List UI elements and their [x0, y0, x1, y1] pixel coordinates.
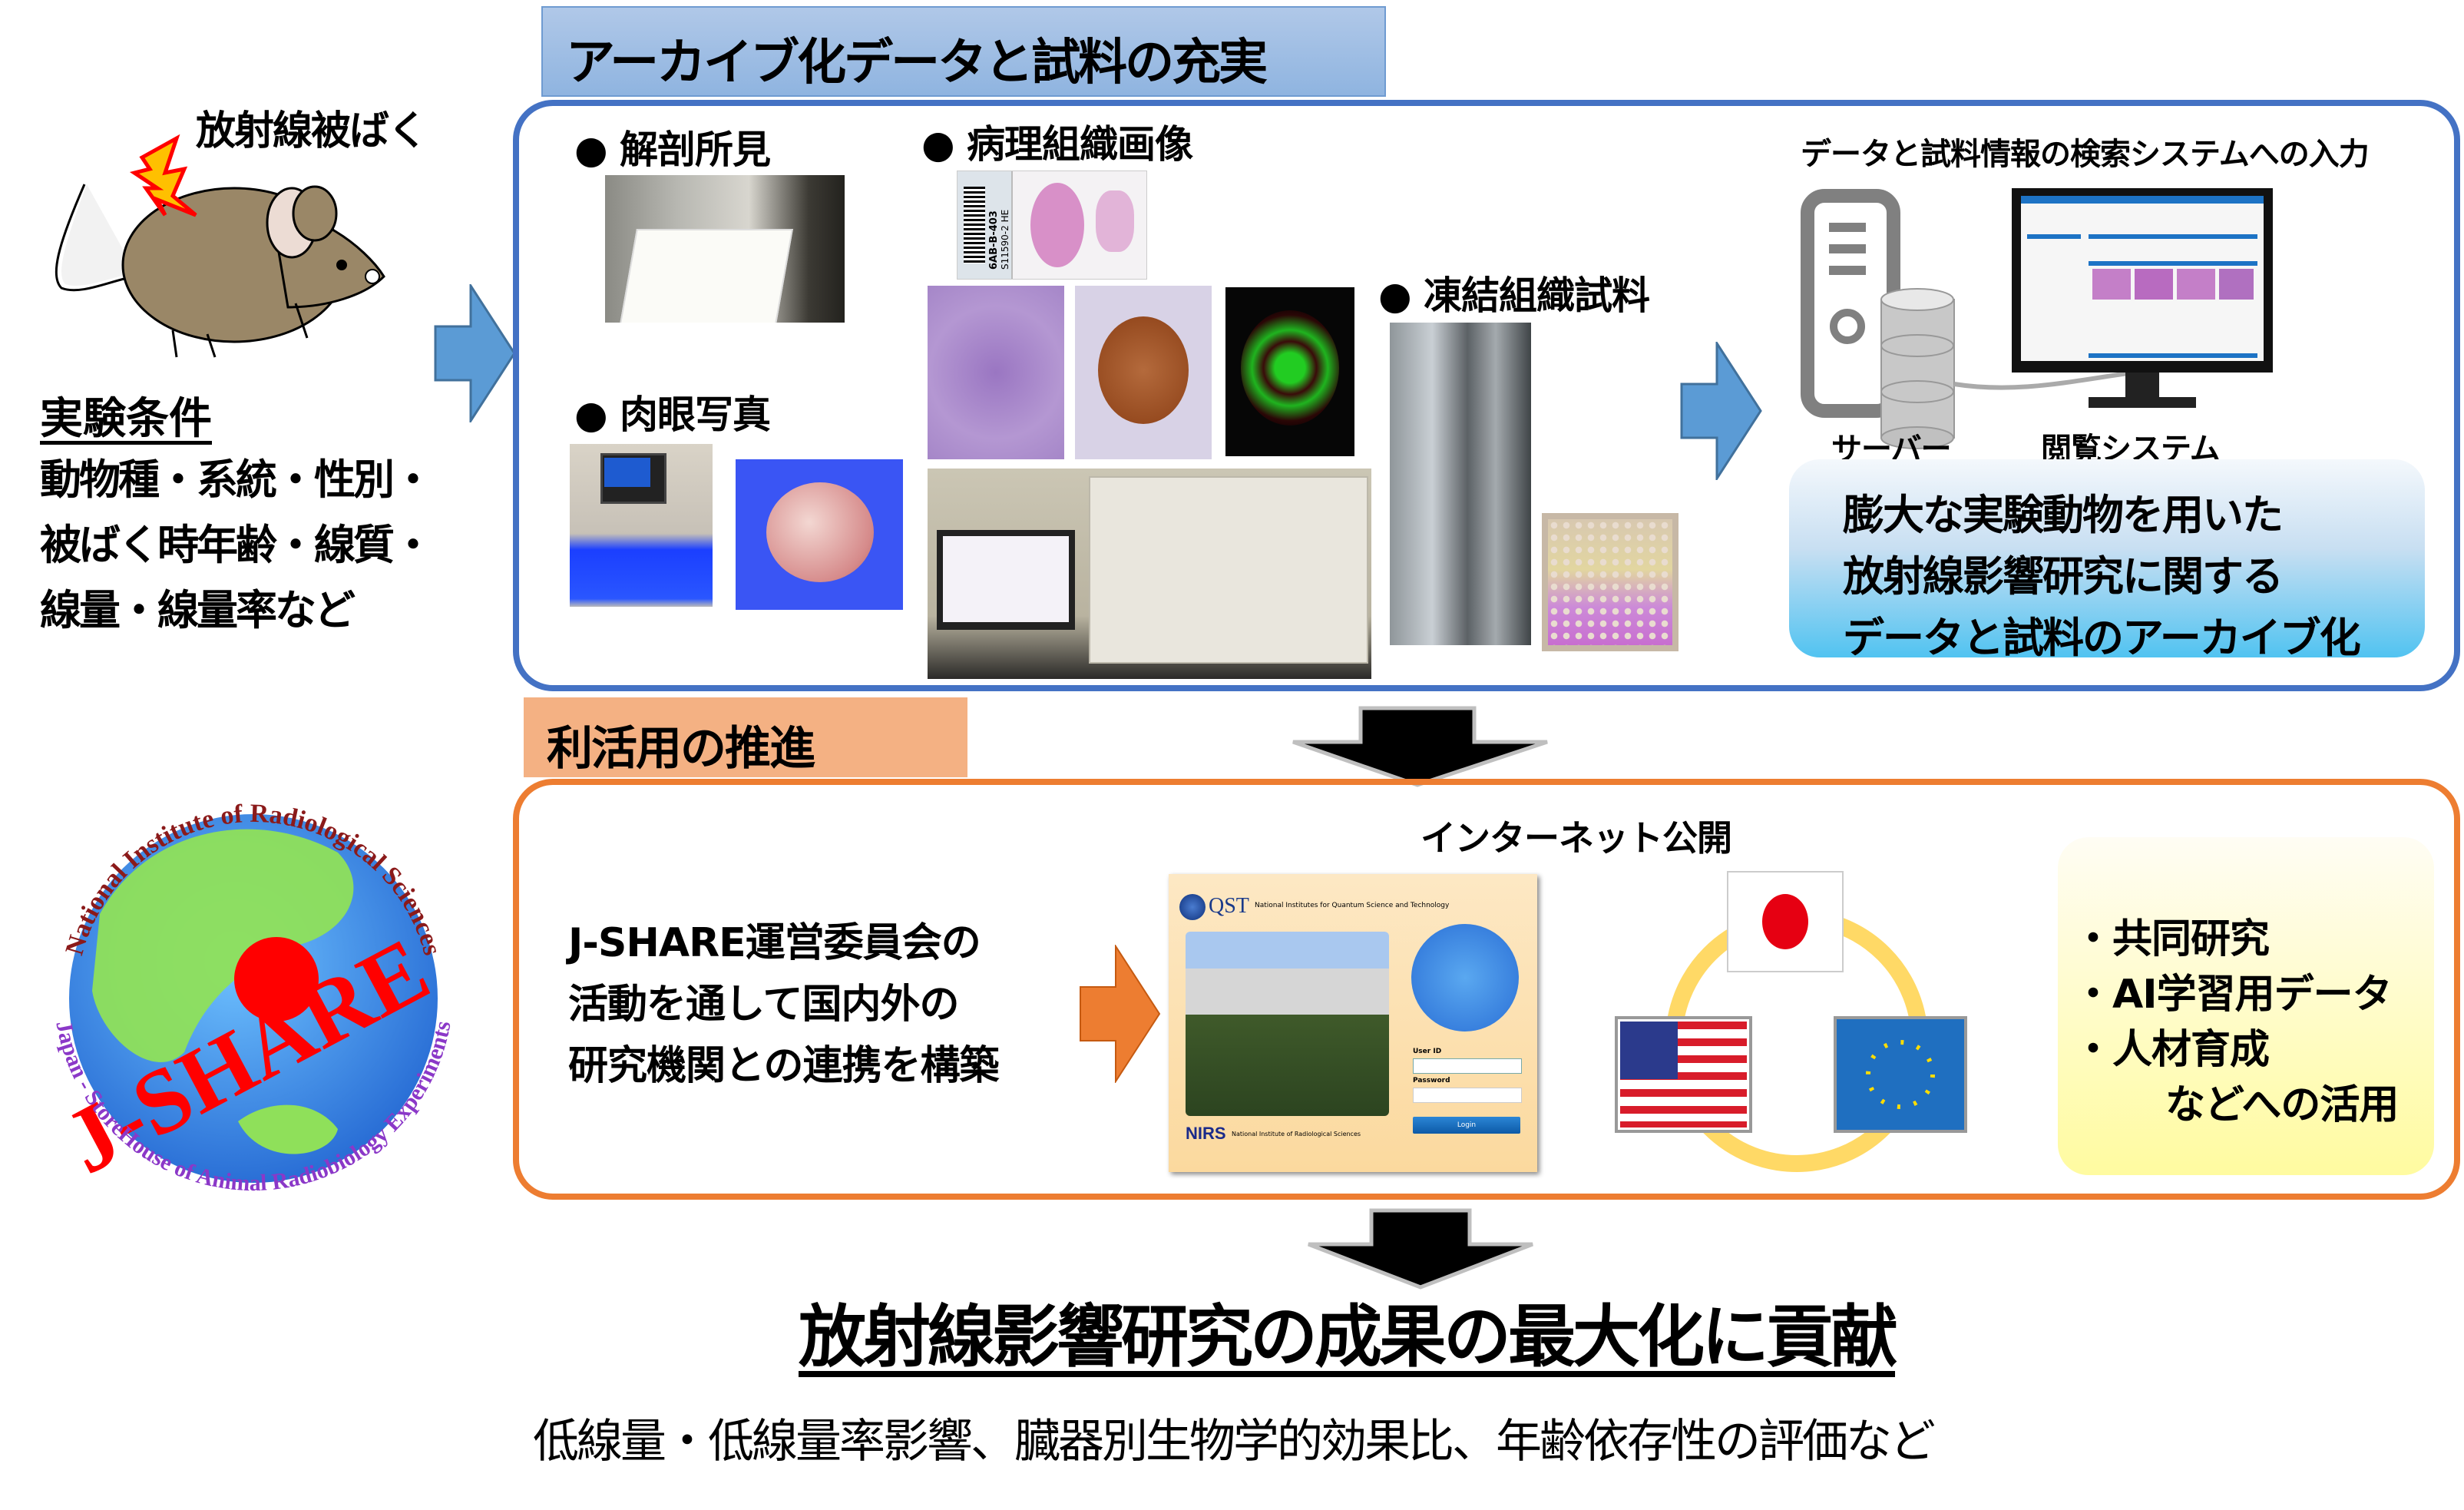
nirs-name: National Institute of Radiological Scien…: [1232, 1131, 1361, 1137]
arrow-right-icon: [434, 284, 516, 422]
archive-panel: [513, 100, 2460, 691]
archive-summary-line: データと試料のアーカイブ化: [1843, 614, 2361, 662]
use-item: ・共同研究: [2073, 916, 2270, 962]
collab-line: 活動を通して国内外の: [568, 982, 959, 1028]
conclusion-title: 放射線影響研究の成果の最大化に貢献: [799, 1297, 1898, 1376]
conditions-title: 実験条件: [40, 394, 212, 444]
mouse-eye: [336, 260, 347, 270]
pathology-heading: ● 病理組織画像: [921, 122, 1193, 167]
use-item: などへの活用: [2165, 1082, 2399, 1128]
system-input-title: データと試料情報の検索システムへの入力: [1801, 137, 2370, 172]
mouse-tail: [55, 184, 135, 292]
lightning-icon: [129, 134, 197, 217]
password-input[interactable]: [1413, 1088, 1522, 1103]
archive-summary-line: 膨大な実験動物を用いた: [1843, 491, 2284, 539]
jshare-logo: J-SHARE National Institute of Radiologic…: [48, 800, 455, 1196]
collab-line: J-SHARE運営委員会の: [568, 920, 981, 966]
us-flag-icon: [1615, 1016, 1752, 1133]
archive-summary-line: 放射線影響研究に関する: [1843, 552, 2284, 601]
japan-emblem-icon: [234, 937, 319, 1022]
histology-fluorescence-image: [1225, 287, 1354, 456]
slide-code: 6AB-B-403: [988, 210, 1000, 270]
jshare-small-logo: [1411, 924, 1519, 1032]
login-button[interactable]: Login: [1413, 1117, 1520, 1134]
gross-photo-heading: ● 肉眼写真: [574, 392, 771, 437]
conclusion-subtitle: 低線量・低線量率影響、臓器別生物学的効果比、年齢依存性の評価など: [533, 1415, 1936, 1469]
qst-logo-text: QST: [1209, 894, 1249, 918]
server-viewer-illustration: [1801, 188, 2273, 449]
use-item: ・人材育成: [2073, 1027, 2270, 1073]
conditions-line: 線量・線量率など: [40, 586, 356, 634]
radiation-exposure-label: 放射線被ばく: [196, 108, 428, 154]
frozen-tissue-heading: ● 凍結組織試料: [1378, 273, 1650, 318]
archive-summary-box: 膨大な実験動物を用いた 放射線影響研究に関する データと試料のアーカイブ化: [1789, 459, 2425, 662]
arrow-down-icon: [1308, 1208, 1533, 1290]
password-label: Password: [1413, 1077, 1450, 1084]
nirs-logo: NIRS: [1186, 1124, 1226, 1143]
autopsy-heading: ● 解剖所見: [574, 127, 771, 172]
internet-publication-label: インターネット公開: [1421, 817, 1732, 859]
tube-rack-photo: [1542, 513, 1678, 651]
login-page-screenshot: QST National Institutes for Quantum Scie…: [1169, 874, 1537, 1172]
archive-section-tab: アーカイブ化データと試料の充実: [541, 6, 1386, 97]
promotion-section-tab: 利活用の推進: [524, 697, 967, 777]
use-item: ・AI学習用データ: [2073, 972, 2393, 1018]
user-id-label: User ID: [1413, 1048, 1442, 1055]
histology-he-image: [928, 286, 1064, 459]
eu-flag-icon: [1834, 1016, 1967, 1133]
international-flags: [1615, 871, 1967, 1172]
slide-image: 6AB-B-403 S11590-2 HE: [957, 171, 1147, 280]
promotion-panel: [513, 779, 2460, 1200]
arrow-right-icon: [1080, 945, 1161, 1083]
slide-sub: S11590-2 HE: [1000, 209, 1010, 270]
slide-scanner-photo: [928, 469, 1371, 679]
user-id-input[interactable]: [1413, 1058, 1522, 1074]
qst-logo-icon: [1179, 894, 1206, 920]
conditions-line: 動物種・系統・性別・: [40, 455, 434, 504]
japan-flag-icon: [1727, 871, 1844, 972]
freezer-photo: [1390, 323, 1531, 645]
camera-stand-photo: [570, 444, 713, 607]
histology-ihc-image: [1075, 286, 1212, 459]
conditions-line: 被ばく時年齢・線質・: [40, 521, 434, 569]
monitor-icon: [2012, 188, 2273, 408]
collab-line: 研究機関との連携を構築: [568, 1043, 999, 1089]
mouse-illustration: [55, 134, 385, 358]
database-icon: [1880, 288, 1955, 449]
arrow-down-icon: [1292, 706, 1548, 787]
qst-org-name: National Institutes for Quantum Science …: [1255, 902, 1450, 909]
organ-specimen-photo: [736, 459, 903, 610]
autopsy-records-photo: [605, 175, 845, 323]
uses-box: ・共同研究 ・AI学習用データ ・人材育成 などへの活用: [2058, 837, 2434, 1175]
arrow-right-icon: [1680, 342, 1762, 480]
building-photo: [1186, 932, 1389, 1116]
